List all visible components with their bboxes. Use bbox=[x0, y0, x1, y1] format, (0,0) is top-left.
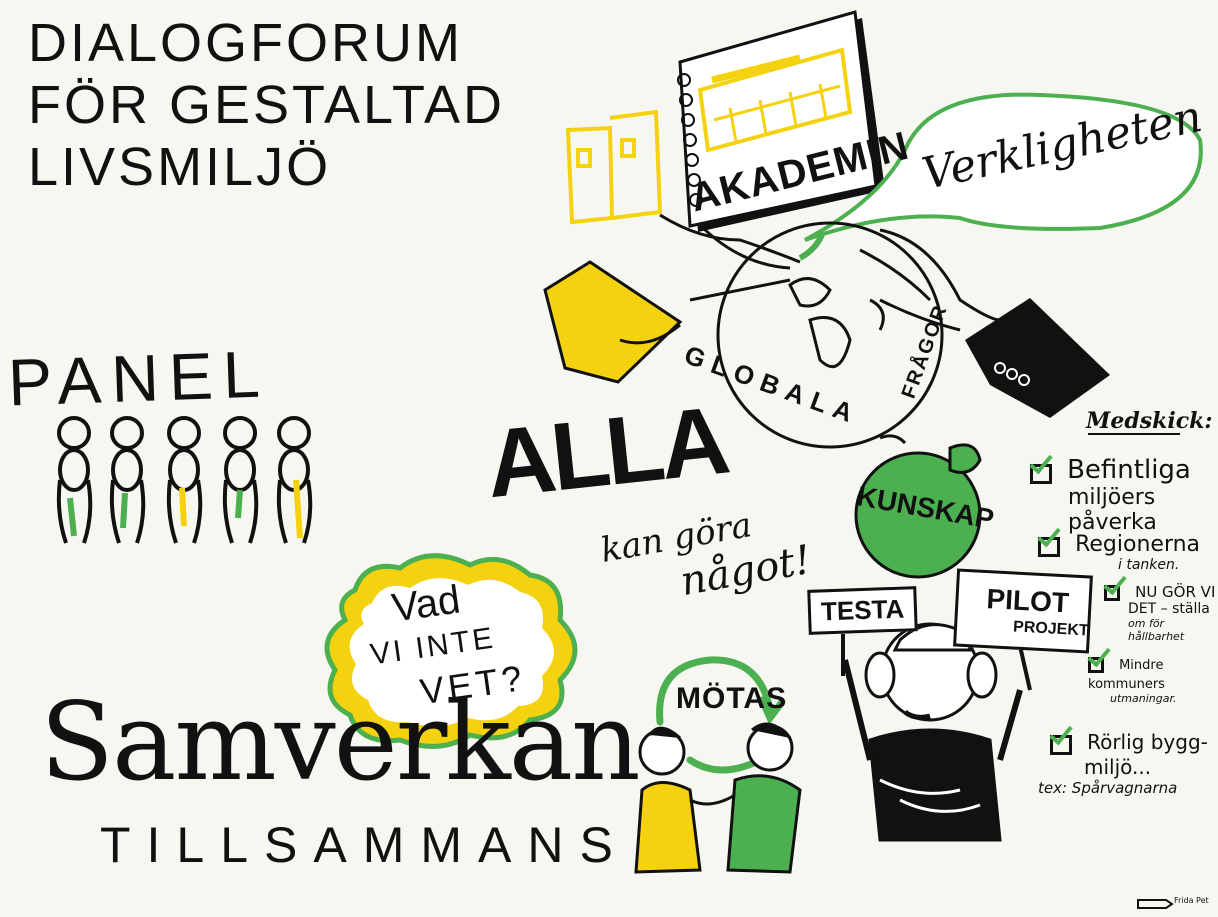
pilot-text: PILOT bbox=[985, 583, 1070, 619]
item-5-line-3: tex: Spårvagnarna bbox=[1038, 778, 1178, 797]
cloud-text-1: Vad bbox=[389, 577, 463, 631]
title-line-2: FÖR GESTALTAD bbox=[28, 75, 506, 135]
testa-sign: TESTA bbox=[807, 586, 919, 635]
medskick-item-2: Regionerna i tanken. bbox=[1038, 532, 1200, 573]
checkbox-checked-icon bbox=[1088, 656, 1104, 673]
pen-signature-icon bbox=[1137, 899, 1174, 909]
books-icon bbox=[565, 109, 663, 225]
cloud-icon bbox=[324, 553, 578, 749]
title-line-1: DIALOGFORUM bbox=[28, 13, 464, 73]
item-5-line-1: Rörlig bygg- bbox=[1087, 730, 1208, 754]
medskick-heading: Medskick: bbox=[1086, 408, 1213, 434]
panel-people-icon bbox=[56, 416, 313, 544]
yellow-sleeve-icon bbox=[543, 260, 683, 384]
samverkan-heading: Samverkan bbox=[40, 680, 641, 805]
pilot-projekt-sign: PILOT PROJEKT bbox=[953, 568, 1093, 654]
item-4-line-1: Mindre kommuners bbox=[1088, 658, 1165, 692]
checkbox-checked-icon bbox=[1038, 536, 1060, 557]
medskick-item-5: Rörlig bygg- miljö... tex: Spårvagnarna bbox=[1038, 730, 1208, 797]
signature-text: Frida Pet bbox=[1174, 896, 1209, 905]
item-1-line-1: Befintliga bbox=[1067, 455, 1191, 485]
item-3-line-3: om för hållbarhet bbox=[1128, 617, 1185, 643]
tillsammans-text: TILLSAMMANS bbox=[100, 817, 629, 873]
item-4-line-2: utmaningar. bbox=[1110, 692, 1177, 705]
item-2-line-1: Regionerna bbox=[1075, 532, 1201, 557]
black-sleeve-icon bbox=[965, 298, 1110, 418]
checkbox-checked-icon bbox=[1030, 463, 1052, 484]
medskick-item-4: Mindre kommuners utmaningar. bbox=[1088, 654, 1218, 705]
page-title: DIALOGFORUM FÖR GESTALTAD LIVSMILJÖ bbox=[28, 12, 505, 198]
item-2-line-2: i tanken. bbox=[1118, 557, 1180, 573]
projekt-text: PROJEKT bbox=[1012, 618, 1090, 640]
title-line-3: LIVSMILJÖ bbox=[28, 137, 332, 197]
medskick-item-3: NU GÖR VI DET – ställa om för hållbarhet bbox=[1104, 582, 1218, 643]
checkbox-checked-icon bbox=[1104, 584, 1120, 601]
speech-bubble-icon bbox=[804, 92, 1203, 242]
motas-label: MÖTAS bbox=[676, 682, 788, 715]
apple-icon bbox=[854, 434, 982, 579]
item-1-line-2: miljöers påverka bbox=[1068, 485, 1157, 535]
item-3-line-1: NU GÖR VI bbox=[1135, 583, 1216, 601]
notebook-icon bbox=[677, 10, 885, 232]
hands-icon bbox=[659, 213, 1001, 332]
medskick-item-1: Befintliga miljöers påverka bbox=[1030, 455, 1218, 535]
checkbox-checked-icon bbox=[1050, 734, 1072, 755]
presenter-person-icon bbox=[842, 622, 1023, 842]
item-3-line-2: DET – ställa bbox=[1128, 601, 1210, 617]
item-5-line-2: miljö... bbox=[1084, 754, 1152, 779]
two-people-icon bbox=[634, 722, 802, 874]
globe-icon bbox=[716, 221, 944, 449]
panel-heading: PANEL bbox=[6, 336, 271, 420]
